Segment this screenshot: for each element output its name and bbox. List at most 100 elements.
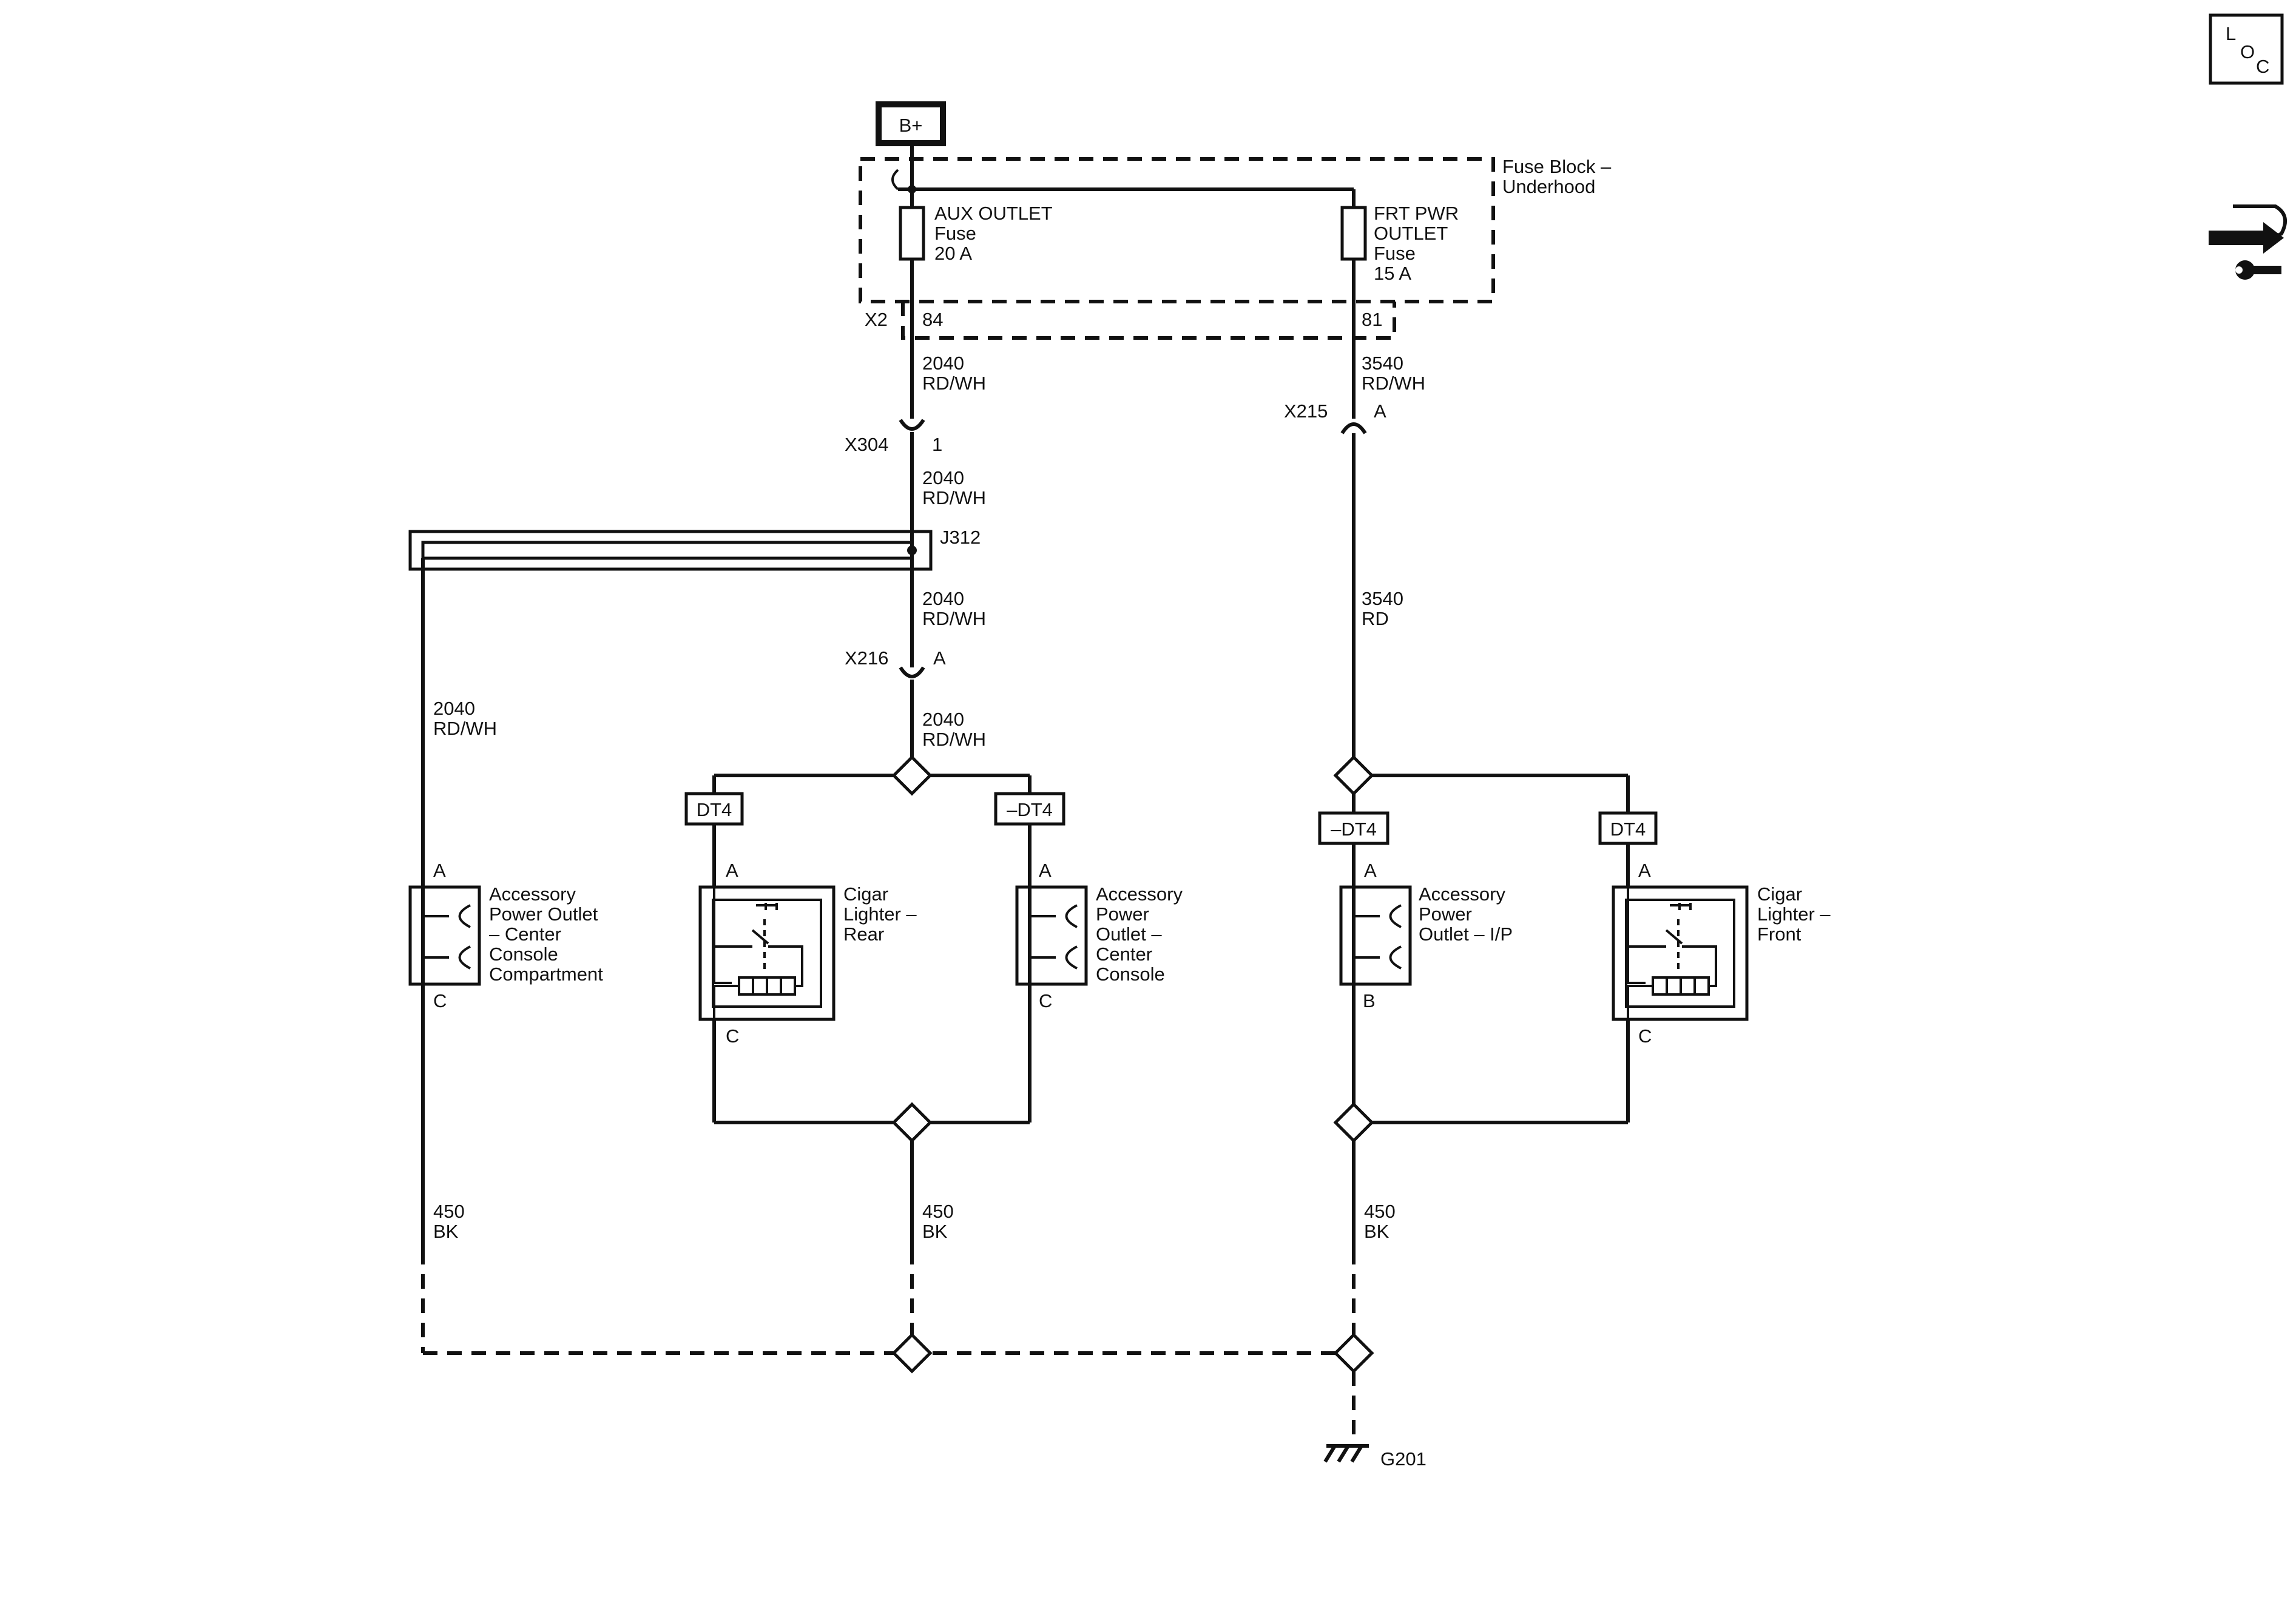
svg-text:RD: RD — [1362, 608, 1389, 629]
svg-text:BK: BK — [433, 1221, 459, 1242]
aux-outlet-fuse — [899, 206, 925, 261]
cigar-lighter-front — [1612, 885, 1749, 1021]
option-dt4-front-cigar: DT4 — [1598, 811, 1658, 845]
svg-text:Front: Front — [1757, 923, 1801, 945]
svg-text:DT4: DT4 — [697, 799, 732, 820]
svg-text:RD/WH: RD/WH — [922, 373, 986, 394]
cigar-front-pin-c: C — [1638, 1025, 1652, 1047]
svg-text:Outlet – I/P: Outlet – I/P — [1419, 923, 1513, 945]
option-dt4-rear-cigar: DT4 — [684, 792, 744, 826]
apo-ip-pin-b: B — [1363, 990, 1376, 1011]
svg-text:3540: 3540 — [1362, 588, 1403, 609]
svg-text:FRT PWR: FRT PWR — [1374, 203, 1459, 224]
wire-450-label-2: 450 BK — [922, 1201, 954, 1242]
wire-2040-label-5: 2040 RD/WH — [433, 698, 497, 739]
svg-text:Accessory: Accessory — [489, 883, 576, 905]
splice-node-3540 — [1333, 755, 1374, 796]
svg-text:15 A: 15 A — [1374, 263, 1411, 284]
svg-text:Power: Power — [1096, 903, 1149, 925]
ground-splice-left — [891, 1332, 933, 1374]
apo-ip-label: Accessory Power Outlet – I/P — [1419, 883, 1513, 945]
apo-compartment-label: Accessory Power Outlet – Center Console … — [489, 883, 603, 985]
frt-pwr-outlet-fuse-label: FRT PWR OUTLET Fuse 15 A — [1374, 203, 1459, 284]
apo-console-pin-a: A — [1039, 860, 1052, 881]
svg-text:2040: 2040 — [922, 709, 964, 730]
splice-pack-j312 — [408, 530, 933, 571]
svg-text:Underhood: Underhood — [1502, 176, 1595, 197]
accessory-power-outlet-center-console — [1015, 885, 1088, 986]
connector-x2-label: X2 — [865, 309, 888, 330]
splice-node-450-left — [891, 1102, 933, 1143]
connector-x304 — [899, 419, 925, 449]
svg-text:Fuse Block –: Fuse Block – — [1502, 156, 1612, 177]
svg-text:Center: Center — [1096, 944, 1152, 965]
accessory-power-outlet-center-console-compartment — [408, 885, 481, 986]
svg-text:2040: 2040 — [922, 588, 964, 609]
svg-text:Outlet –: Outlet – — [1096, 923, 1162, 945]
svg-text:Lighter –: Lighter – — [1757, 903, 1831, 925]
cigar-lighter-rear — [698, 885, 836, 1021]
svg-text:Fuse: Fuse — [934, 223, 976, 244]
wire-450-label-1: 450 BK — [433, 1201, 465, 1242]
wire-2040-label-3: 2040 RD/WH — [922, 588, 986, 629]
splice-node-450-right — [1333, 1102, 1374, 1143]
svg-text:2040: 2040 — [922, 467, 964, 488]
svg-text:DT4: DT4 — [1610, 819, 1646, 840]
splice-j312-label: J312 — [940, 527, 981, 548]
svg-text:3540: 3540 — [1362, 353, 1403, 374]
svg-text:RD/WH: RD/WH — [433, 718, 497, 739]
svg-text:Console: Console — [489, 944, 558, 965]
svg-text:Cigar: Cigar — [1757, 883, 1802, 905]
wire-3540-label-2: 3540 RD — [1362, 588, 1403, 629]
svg-text:20 A: 20 A — [934, 243, 972, 264]
svg-text:RD/WH: RD/WH — [1362, 373, 1425, 394]
accessory-power-outlet-ip — [1339, 885, 1412, 986]
connector-x215 — [1340, 422, 1367, 449]
svg-text:– Center: – Center — [489, 923, 561, 945]
aux-outlet-fuse-label: AUX OUTLET Fuse 20 A — [934, 203, 1053, 264]
fuse-block-underhood — [859, 157, 1495, 303]
wire-2040-label-2: 2040 RD/WH — [922, 467, 986, 508]
connector-x216 — [899, 666, 925, 758]
apo-ip-pin-a: A — [1364, 860, 1377, 881]
cigar-rear-pin-a: A — [726, 860, 738, 881]
option-not-dt4-center-console: –DT4 — [994, 792, 1065, 826]
svg-text:–DT4: –DT4 — [1331, 819, 1377, 840]
svg-text:Cigar: Cigar — [843, 883, 888, 905]
svg-text:Console: Console — [1096, 964, 1165, 985]
svg-text:O: O — [2240, 41, 2255, 62]
cigar-rear-pin-c: C — [726, 1025, 739, 1047]
connector-x215-pin: A — [1374, 400, 1386, 422]
wire-2040-label-4: 2040 RD/WH — [922, 709, 986, 750]
svg-text:AUX OUTLET: AUX OUTLET — [934, 203, 1053, 224]
connector-x215-label: X215 — [1284, 400, 1328, 422]
svg-text:C: C — [2256, 56, 2269, 77]
svg-text:2040: 2040 — [922, 353, 964, 374]
svg-text:450: 450 — [1364, 1201, 1396, 1222]
connector-x304-pin: 1 — [932, 434, 942, 455]
loc-icon[interactable]: L O C — [2209, 13, 2284, 85]
cigar-front-pin-a: A — [1638, 860, 1651, 881]
frt-pwr-outlet-fuse — [1340, 206, 1367, 261]
ground-icon — [1323, 1444, 1369, 1463]
svg-text:BK: BK — [1364, 1221, 1389, 1242]
pin-84-label: 84 — [922, 309, 943, 330]
option-not-dt4-ip: –DT4 — [1318, 811, 1389, 845]
svg-text:Power: Power — [1419, 903, 1472, 925]
svg-text:450: 450 — [922, 1201, 954, 1222]
svg-text:RD/WH: RD/WH — [922, 487, 986, 508]
svg-text:Rear: Rear — [843, 923, 884, 945]
svg-text:Fuse: Fuse — [1374, 243, 1416, 264]
connector-x304-label: X304 — [845, 434, 888, 455]
svg-text:2040: 2040 — [433, 698, 475, 719]
svg-text:L: L — [2226, 23, 2236, 44]
svg-text:Accessory: Accessory — [1419, 883, 1505, 905]
svg-text:RD/WH: RD/WH — [922, 608, 986, 629]
svg-text:BK: BK — [922, 1221, 948, 1242]
ground-g201-label: G201 — [1380, 1448, 1427, 1470]
svg-text:B+: B+ — [899, 115, 923, 136]
apo-compartment-pin-a: A — [433, 860, 446, 881]
connector-x216-label: X216 — [845, 647, 888, 669]
harness-connector-icon[interactable] — [2209, 204, 2288, 280]
